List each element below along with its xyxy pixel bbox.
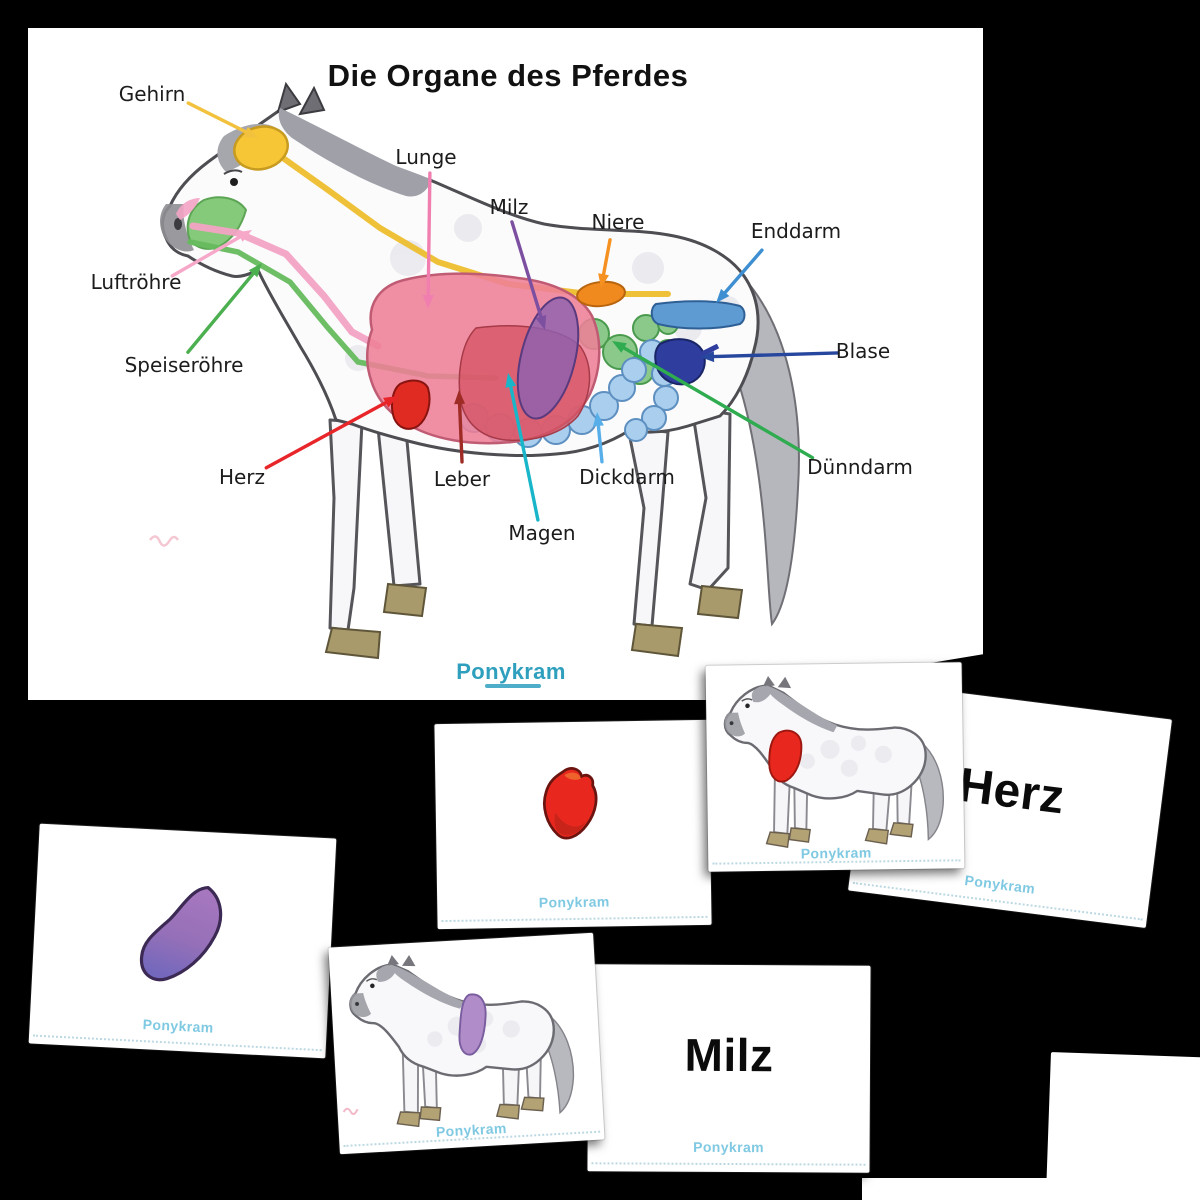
- milz-arrow: [510, 220, 547, 330]
- horse-hooves: [324, 582, 744, 660]
- card-spleen-organ: Ponykram: [28, 823, 337, 1059]
- horse-anatomy-illustration: Die Organe des Pferdes: [91, 58, 913, 688]
- heart-location-marker: [768, 729, 803, 783]
- organ-label-niere: Niere: [592, 210, 645, 234]
- cut-line: [441, 915, 708, 923]
- kidney-shape: [576, 280, 626, 308]
- rectum-shape: [650, 300, 746, 330]
- horse-mane: [278, 108, 432, 197]
- trachea-shape: [189, 222, 382, 350]
- horse-ear: [276, 81, 302, 114]
- ponykram-wordmark: Ponykram: [456, 659, 566, 684]
- horse-brow: [223, 169, 243, 175]
- horse-nostril: [174, 218, 182, 230]
- card-brand: Ponykram: [538, 893, 610, 911]
- lunge-arrow: [422, 171, 434, 309]
- niere-arrow: [598, 238, 612, 288]
- heart-organ-drawing: [542, 767, 598, 840]
- duenndarm-arrow: [612, 341, 815, 460]
- organ-label-leber: Leber: [434, 467, 491, 491]
- organ-label-milz: Milz: [490, 195, 529, 219]
- luftroehre-arrow: [170, 230, 252, 278]
- tongue-shape: [176, 198, 200, 220]
- organ-label-speiseroehre: Speiseröhre: [125, 353, 244, 377]
- organ-label-dickdarm: Dickdarm: [579, 465, 675, 489]
- spleen-shape: [516, 296, 580, 420]
- heart-shape: [391, 379, 431, 430]
- organ-label-gehirn: Gehirn: [119, 82, 186, 106]
- brain-shape: [233, 125, 289, 171]
- ponykram-tagline: [485, 684, 541, 688]
- organ-label-blase: Blase: [836, 339, 890, 363]
- herz-arrow: [264, 396, 398, 470]
- label-arrows: [170, 101, 840, 522]
- blase-arrow: [700, 351, 840, 363]
- card-word-milz: Milz Ponykram: [587, 964, 871, 1173]
- organ-label-enddarm: Enddarm: [751, 219, 841, 243]
- enddarm-arrow: [716, 248, 764, 303]
- horse-eye: [230, 178, 238, 186]
- card-horse-spleen-location: Ponykram: [328, 932, 605, 1155]
- spleen-organ-drawing: [140, 885, 223, 981]
- magen-arrow: [505, 373, 540, 522]
- speiseroehre-arrow: [186, 263, 262, 354]
- mini-horse-heart: [722, 672, 946, 850]
- organ-label-magen: Magen: [508, 521, 575, 545]
- dickdarm-arrow: [592, 412, 604, 464]
- anatomy-poster: Die Organe des Pferdes: [28, 28, 983, 700]
- mini-horse-spleen: [345, 943, 578, 1132]
- organ-label-duenndarm: Dünndarm: [807, 455, 913, 479]
- horse-ear: [298, 85, 326, 116]
- organs: [176, 125, 746, 448]
- pink-scribble: [149, 535, 180, 547]
- pink-mark: [342, 1108, 359, 1116]
- card-corner-partial: [1040, 1052, 1200, 1200]
- organ-label-luftroehre: Luftröhre: [91, 270, 182, 294]
- bladder-neck: [700, 343, 720, 357]
- gehirn-arrow: [186, 101, 258, 138]
- bladder-shape: [654, 338, 706, 386]
- poster-title: Die Organe des Pferdes: [328, 58, 689, 93]
- organ-label-herz: Herz: [219, 465, 265, 489]
- organ-label-lunge: Lunge: [395, 145, 456, 169]
- leber-arrow: [454, 390, 466, 464]
- organ-labels: Gehirn Lunge Milz Niere Enddarm Luftröhr…: [91, 82, 913, 545]
- spleen-location-marker: [458, 993, 487, 1056]
- card-brand: Ponykram: [693, 1138, 765, 1156]
- card-heart-organ: Ponykram: [434, 719, 712, 930]
- card-horse-heart-location: Ponykram: [705, 662, 965, 872]
